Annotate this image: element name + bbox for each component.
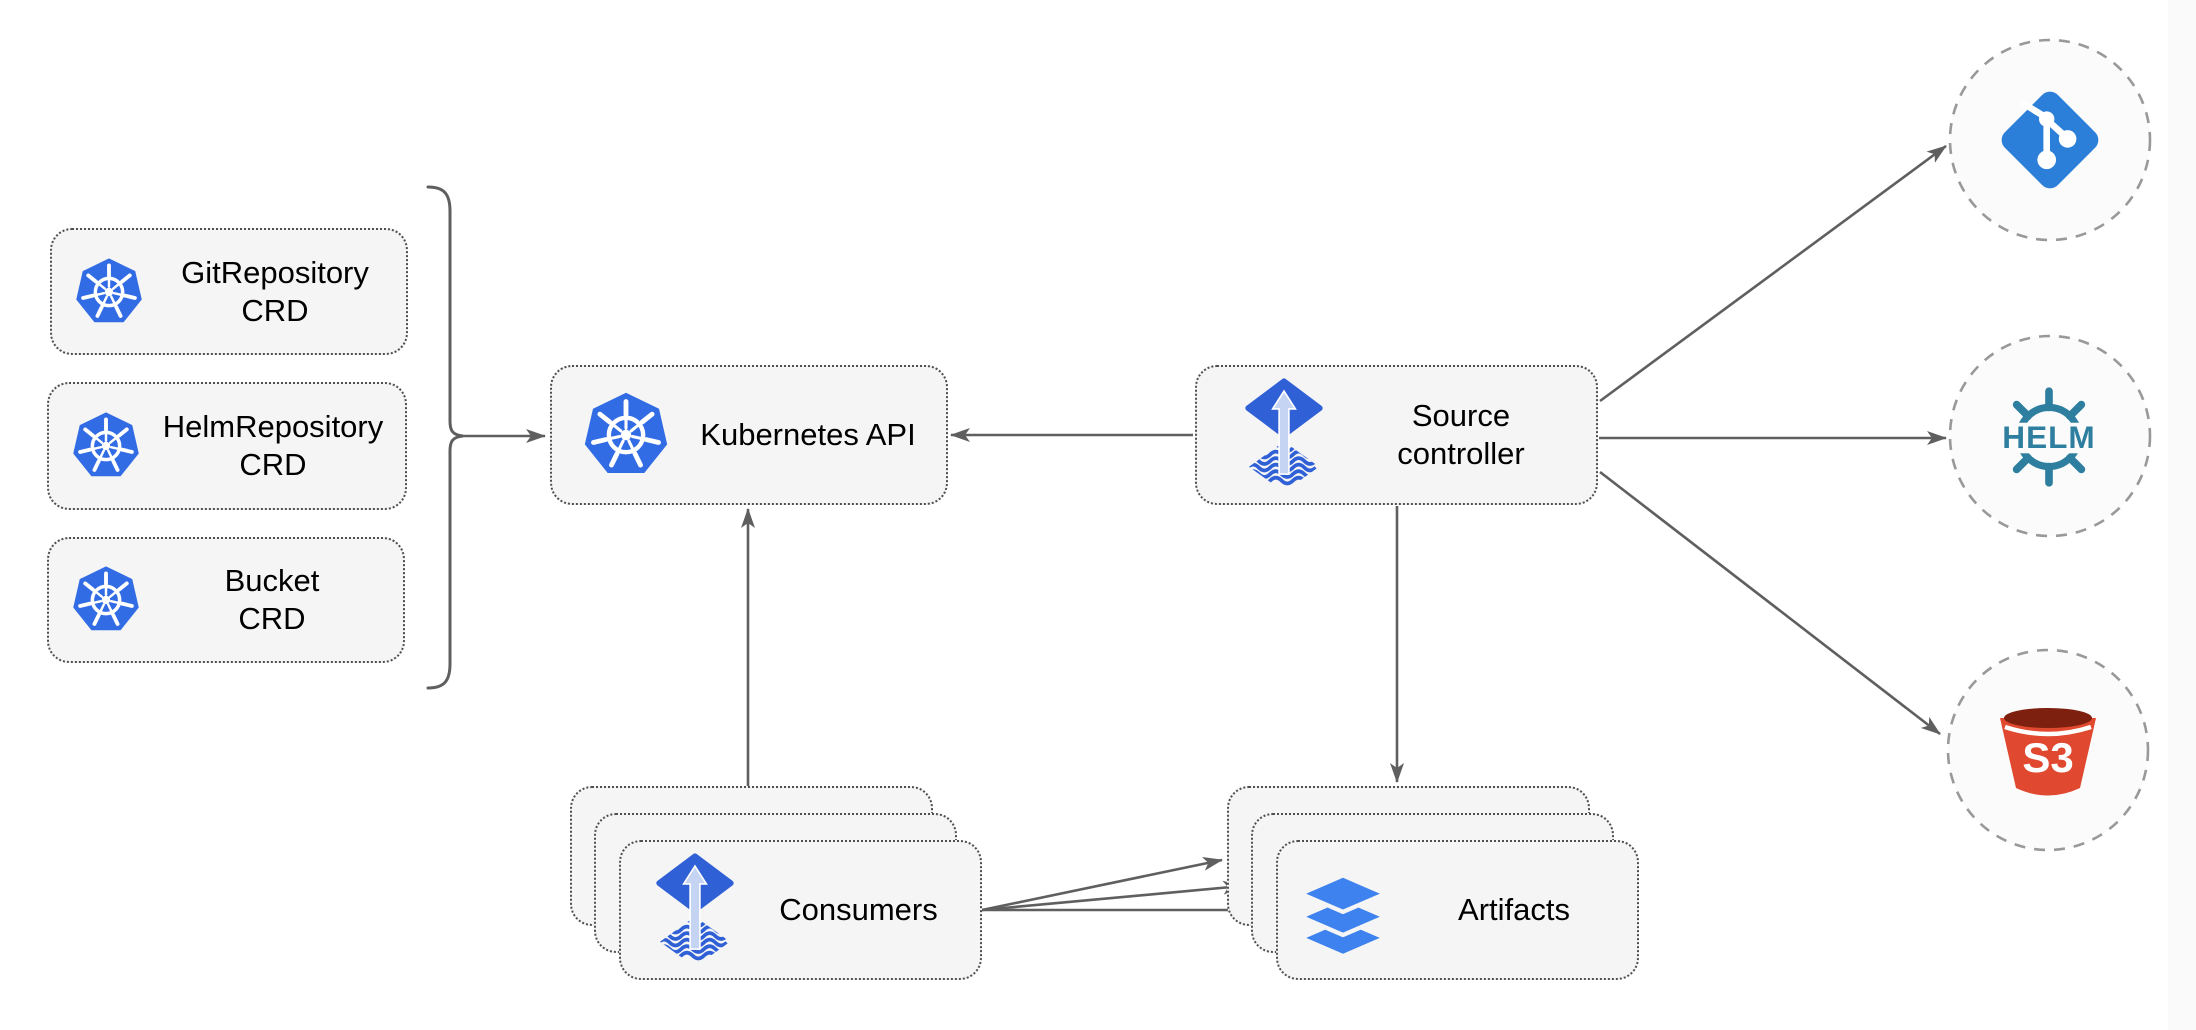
source-controller-label: Source controller [1326, 397, 1596, 473]
git-icon [2001, 91, 2099, 189]
gitrepository-crd-label: GitRepository CRD [144, 254, 406, 330]
helmrepository-crd-node: HelmRepository CRD [47, 382, 407, 510]
artifacts-label: Artifacts [1458, 892, 1570, 927]
consumers-label: Consumers [779, 892, 938, 927]
bucket-crd-line1: Bucket [224, 563, 320, 598]
helmrepository-crd-label: HelmRepository CRD [141, 408, 405, 484]
helm-text: HELM [2002, 419, 2095, 455]
bucket-crd-node: Bucket CRD [47, 537, 405, 663]
source-controller-node: Source controller [1195, 365, 1598, 505]
kubernetes-icon [71, 565, 141, 635]
helmrepository-crd-line1: HelmRepository [162, 409, 384, 444]
s3-text: S3 [2022, 734, 2073, 781]
gitrepository-crd-line2: CRD [241, 292, 309, 328]
gitrepository-crd-node: GitRepository CRD [50, 228, 408, 355]
edge-source-controller-to-git [1599, 144, 1947, 403]
flux-icon [653, 853, 737, 967]
s3-bucket-icon: S3 [2000, 708, 2096, 796]
kubernetes-icon [582, 391, 670, 479]
edge-consumers-to-artifacts-middle [981, 880, 1243, 912]
bucket-crd-line2: CRD [238, 601, 306, 636]
crd-group-bracket [426, 185, 464, 690]
kubernetes-api-label: Kubernetes API [700, 417, 916, 452]
artifacts-node: Artifacts [1276, 840, 1639, 980]
edge-consumers-to-artifacts-back [981, 857, 1223, 912]
kubernetes-api-node: Kubernetes API [550, 365, 948, 505]
source-controller-line1: Source [1411, 398, 1511, 433]
kubernetes-icon [71, 411, 141, 481]
window-edge-band [2168, 0, 2196, 1030]
flux-icon [1242, 378, 1326, 492]
kubernetes-icon [74, 257, 144, 327]
gitrepository-crd-line1: GitRepository [181, 254, 369, 290]
helmrepository-crd-line2: CRD [239, 447, 307, 482]
source-controller-line2: controller [1397, 436, 1525, 471]
helm-icon: HELM [1993, 387, 2105, 487]
layers-icon [1295, 862, 1391, 958]
consumers-node: Consumers [619, 840, 982, 980]
edge-source-controller-to-s3 [1599, 470, 1941, 736]
bucket-crd-label: Bucket CRD [141, 562, 403, 638]
